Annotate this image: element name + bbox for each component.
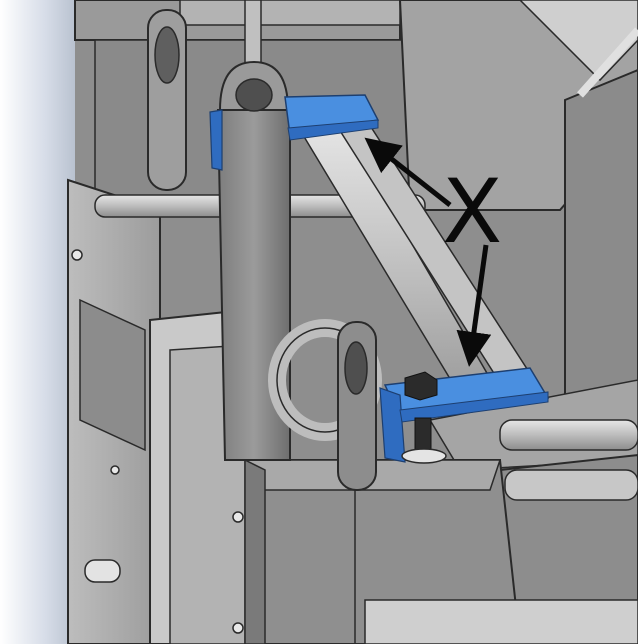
right-rod-top (577, 27, 638, 98)
corner-post-hole-1 (232, 511, 244, 523)
right-side-block (564, 68, 638, 401)
front-corner-post-edge (244, 458, 266, 644)
lower-right-rod (499, 419, 638, 451)
left-panel-hole-mid (110, 465, 120, 475)
back-top-rail (179, 0, 401, 26)
post-shackle-hole (235, 78, 273, 112)
callout-letter: X (442, 160, 502, 263)
corner-post-hole-2 (232, 622, 244, 634)
left-panel-hole-top (71, 249, 83, 261)
chain-link (244, 0, 262, 71)
left-panel-pin (84, 559, 121, 583)
upper-bracket-icon (209, 94, 380, 171)
front-ledge (364, 599, 638, 644)
bolt-icon (401, 371, 447, 464)
upper-lifting-eye-hole (154, 26, 180, 84)
callout-arrow-lower (456, 244, 492, 367)
callout-arrow-upper (364, 137, 452, 207)
background-left-gradient (0, 0, 75, 644)
lower-lifting-eye-hole (344, 341, 368, 395)
left-panel-cutout (79, 298, 146, 452)
lower-right-rod-2 (504, 469, 638, 501)
